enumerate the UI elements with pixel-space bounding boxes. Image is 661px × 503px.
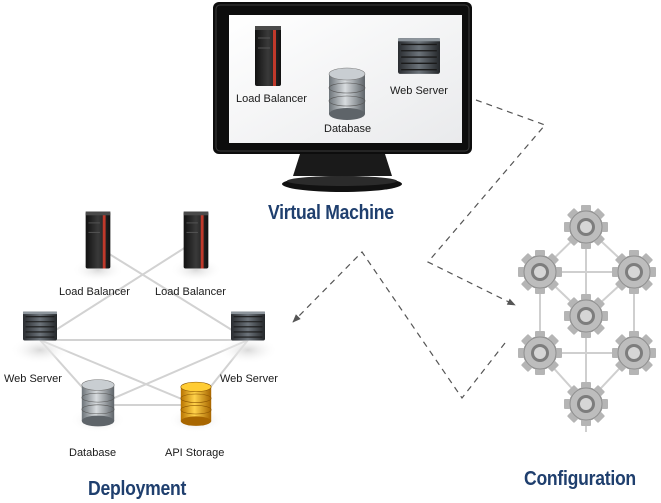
database-label: Database	[69, 447, 117, 459]
web-server-icon	[10, 310, 70, 364]
gear-icon	[563, 293, 609, 339]
virtual-machine-title: Virtual Machine	[268, 202, 394, 224]
vm-web-server-icon	[397, 37, 441, 75]
flow-arrows	[292, 99, 547, 400]
gear-icon	[611, 249, 657, 295]
arrow-vm-to-configuration	[427, 99, 547, 306]
load-balancer-2-label: Load Balancer	[155, 286, 226, 298]
vm-database-label: Database	[324, 123, 372, 135]
gear-icon	[611, 330, 657, 376]
vm-load-balancer-label: Load Balancer	[236, 93, 307, 105]
load-balancer-1-label: Load Balancer	[59, 286, 130, 298]
vm-database-icon	[328, 67, 366, 121]
web-server-2-label: Web Server	[220, 373, 278, 385]
web-server-1-label: Web Server	[4, 373, 62, 385]
gear-icon	[563, 381, 609, 427]
api-storage-label: API Storage	[165, 447, 225, 459]
gear-icon	[517, 249, 563, 295]
gear-icon	[563, 204, 609, 250]
database-icon	[70, 379, 126, 433]
gear-icon	[517, 330, 563, 376]
web-server-icon	[218, 310, 278, 364]
arrow-configuration-to-deployment	[292, 251, 506, 400]
load-balancer-icon	[72, 211, 124, 282]
load-balancer-icon	[170, 211, 222, 282]
configuration-title: Configuration	[524, 468, 636, 490]
deployment-title: Deployment	[88, 478, 187, 500]
api-storage-icon	[168, 381, 224, 433]
vm-web-server-label: Web Server	[390, 85, 448, 97]
vm-load-balancer-icon	[254, 25, 282, 87]
